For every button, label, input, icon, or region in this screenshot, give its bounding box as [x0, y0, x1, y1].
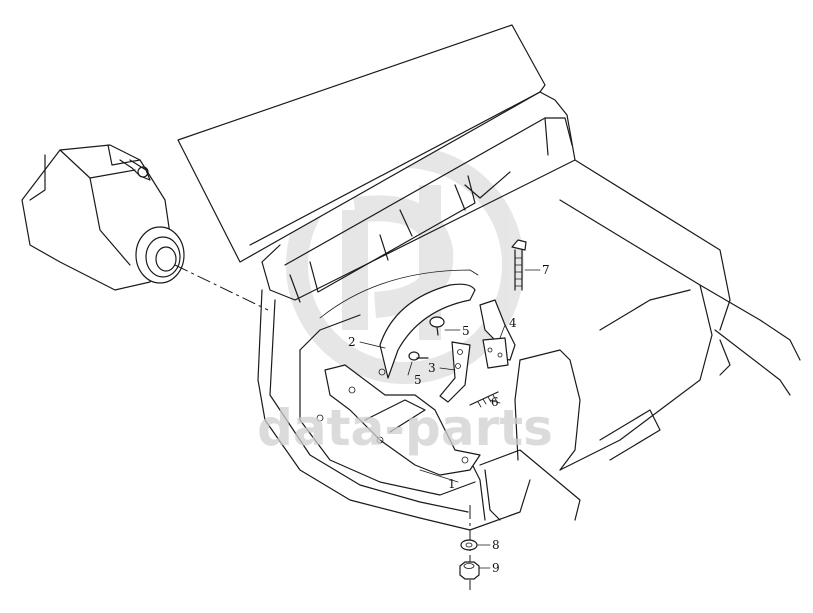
- bolt-part-7: [511, 239, 527, 291]
- bracket-part-1: [316, 364, 481, 476]
- bolt-part-5-upper: [429, 316, 445, 336]
- bolt-part-5-lower: [408, 351, 429, 361]
- upper-duct: [177, 24, 576, 303]
- nut-part-9: [459, 561, 480, 580]
- housing-body: [257, 159, 801, 531]
- callout-1: 1: [448, 477, 456, 491]
- watermark-text: data-parts: [257, 399, 553, 457]
- screw-part-6: [469, 391, 499, 408]
- callout-5-upper: 5: [462, 324, 470, 338]
- clamp-part-3: [439, 341, 471, 403]
- center-axis-line: [174, 264, 269, 311]
- callout-8: 8: [492, 538, 500, 552]
- compressor-unit: [21, 144, 185, 291]
- washer-part-8: [460, 539, 478, 551]
- callout-3: 3: [428, 361, 436, 375]
- leader-lines: [359, 269, 541, 569]
- callout-5-lower: 5: [414, 373, 422, 387]
- callout-7: 7: [542, 263, 550, 277]
- heat-shield-part-2: [319, 269, 479, 379]
- callout-2: 2: [348, 335, 356, 349]
- callout-9: 9: [492, 561, 500, 575]
- bracket-part-4: [479, 299, 516, 369]
- callout-4: 4: [509, 316, 517, 330]
- callout-6: 6: [491, 395, 499, 409]
